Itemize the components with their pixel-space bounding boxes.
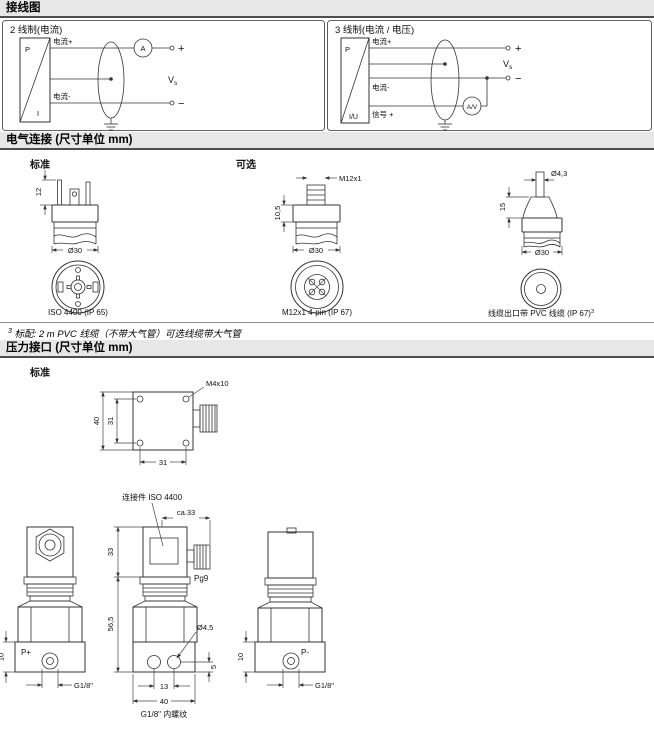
ammeter-label: A <box>140 44 145 53</box>
supply-voltage-label: Vs <box>168 75 178 87</box>
dim-12-label: 12 <box>34 188 43 196</box>
dim-56-5-label: 56,5 <box>106 617 115 632</box>
iso4400-caption: ISO 4400 (IP 65) <box>48 308 108 317</box>
thread-caption: G1/8" 内螺纹 <box>141 709 187 719</box>
transducer-iu-label: I/U <box>349 114 358 121</box>
dim-10-label: 10 <box>236 653 245 661</box>
port-plus-label: P+ <box>21 648 31 657</box>
dim-40-label: 40 <box>160 697 168 706</box>
supply-voltage-label: Vs <box>503 59 513 71</box>
dim-5-label: 5 <box>209 665 218 669</box>
current-minus-label: 电流- <box>372 82 390 92</box>
cable-face-view: 线缆出口带 PVC 线缆 (IP 67)3 <box>488 268 594 318</box>
m12-caption: M12x1 4-pin (IP 67) <box>282 308 352 317</box>
thread-label: G1/8" <box>315 681 334 690</box>
standard-label: 标准 <box>29 158 50 171</box>
standard-label: 标准 <box>29 366 50 379</box>
section-header-electrical: 电气连接 (尺寸单位 mm) <box>0 132 654 150</box>
current-plus-label: 电流+ <box>53 36 73 46</box>
front-view: P+ 10 G1/8" <box>0 526 93 690</box>
dim-15-label: 15 <box>498 203 507 211</box>
dim-10-5-label: 10,5 <box>273 206 282 221</box>
iso4400-face-view: ISO 4400 (IP 65) <box>48 260 108 317</box>
wiring-diagrams: 2 线制(电流) P I 电流+ A + 电流- − <box>2 20 652 131</box>
m12-plug-side-view: M12x1 10,5 Ø30 <box>273 174 362 255</box>
dim-13-label: 13 <box>160 682 168 691</box>
signal-plus-label: 信号 + <box>372 109 394 119</box>
cable-outlet-side-view: Ø4,3 15 Ø30 <box>498 169 567 257</box>
terminal-plus: + <box>178 43 184 55</box>
cable-shield <box>430 39 460 121</box>
transducer-p-label: P <box>25 45 30 54</box>
dim-31v-label: 31 <box>106 417 115 425</box>
gland-label: Pg9 <box>194 574 209 583</box>
cable-caption: 线缆出口带 PVC 线缆 (IP 67)3 <box>488 308 594 318</box>
terminal-plus: + <box>515 43 521 55</box>
current-minus-label: 电流- <box>53 91 71 101</box>
cable-dia-label: Ø4,3 <box>551 169 567 178</box>
footnote: 3 标配: 2 m PVC 线缆（不带大气管）可选线缆带大气管 <box>0 322 654 340</box>
side-view: 连接件 ISO 4400 ca.33 Pg9 33 <box>106 492 218 719</box>
dim-40-label: 40 <box>92 417 101 425</box>
thread-label: G1/8" <box>74 681 93 690</box>
port-minus-label: P- <box>301 648 309 657</box>
section-title-wiring: 接线图 <box>6 2 41 14</box>
dim-dia30-label: Ø30 <box>309 246 323 255</box>
footnote-superscript: 3 <box>8 327 12 335</box>
dim-dia30-label: Ø30 <box>535 248 549 257</box>
voltmeter-label: A/V <box>467 104 478 111</box>
connector-callout: 连接件 ISO 4400 <box>122 492 183 502</box>
two-wire-diagram: 2 线制(电流) P I 电流+ A + 电流- − <box>2 20 325 131</box>
dim-10-label: 10 <box>0 653 6 661</box>
dim-ca33-label: ca.33 <box>177 508 195 517</box>
gland-hex <box>35 528 65 562</box>
back-view: P- 10 G1/8" <box>236 527 334 690</box>
optional-label: 可选 <box>236 158 256 171</box>
pressure-port-drawings: 标准 M4x10 40 31 <box>0 366 334 719</box>
dim-31h-label: 31 <box>159 458 167 467</box>
three-wire-title: 3 线制(电流 / 电压) <box>335 24 414 36</box>
section-title-electrical: 电气连接 (尺寸单位 mm) <box>6 134 133 146</box>
current-plus-label: 电流+ <box>372 36 392 46</box>
m12-face-view: M12x1 4-pin (IP 67) <box>282 260 352 317</box>
transducer-i-label: I <box>37 109 39 118</box>
top-view: M4x10 40 31 31 <box>92 379 229 467</box>
three-wire-diagram: 3 线制(电流 / 电压) P I/U 电流+ + 电流- − 信号 + A/V <box>327 20 652 131</box>
terminal-minus: − <box>515 73 521 85</box>
dim-33-label: 33 <box>106 548 115 556</box>
section-header-wiring: 接线图 <box>0 0 654 18</box>
hole-dia-label: Ø4,5 <box>197 623 213 632</box>
footnote-text: 标配: 2 m PVC 线缆（不带大气管）可选线缆带大气管 <box>11 329 241 340</box>
iso4400-plug-side-view: 12 Ø30 <box>34 170 99 255</box>
section-title-pressure: 压力接口 (尺寸单位 mm) <box>6 342 133 354</box>
m12-thread-label: M12x1 <box>339 174 362 183</box>
terminal-minus: − <box>178 98 184 110</box>
transducer-p-label: P <box>345 45 350 54</box>
ground-icon <box>438 120 452 131</box>
section-header-pressure: 压力接口 (尺寸单位 mm) <box>0 340 654 358</box>
ground-icon <box>104 118 118 131</box>
electrical-connection-drawings: 标准 可选 12 Ø30 <box>29 158 594 318</box>
screw-label: M4x10 <box>206 379 229 388</box>
dim-dia30-label: Ø30 <box>68 246 82 255</box>
two-wire-title: 2 线制(电流) <box>10 24 62 36</box>
